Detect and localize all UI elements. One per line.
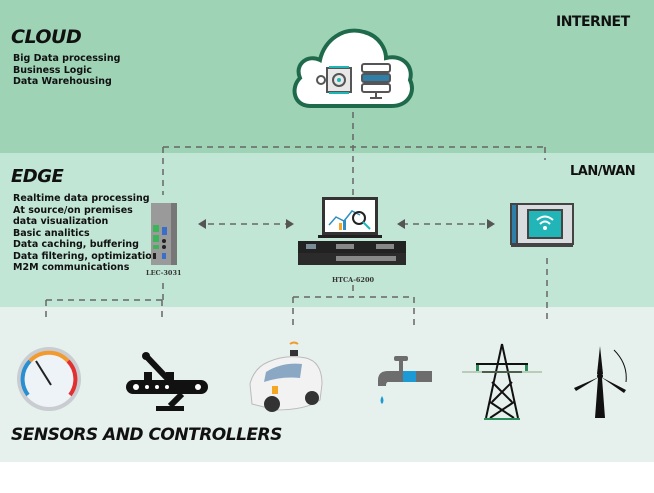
list-item: Basic analitics <box>13 227 90 239</box>
list-item: Big Data processing <box>13 53 121 64</box>
gauge-icon <box>17 347 81 411</box>
autonomous-car-icon <box>249 341 323 412</box>
list-item: Realtime data processing <box>13 193 150 204</box>
list-item: At source/on premises <box>13 204 133 216</box>
robot-arm-conveyor-icon <box>126 352 208 411</box>
list-item: Business Logic <box>13 64 93 76</box>
internet-label: INTERNET <box>556 14 630 30</box>
cloud-feature-list: Big Data processing Business Logic Data … <box>13 53 120 88</box>
lec-3031-label: LEC-3031 <box>146 269 182 277</box>
arrow-left-icon <box>397 219 405 229</box>
list-item: Data filtering, optimization <box>13 250 159 262</box>
cloud-title: CLOUD <box>11 26 82 48</box>
arrow-right-icon <box>286 219 294 229</box>
cloud-icon <box>292 28 414 108</box>
htca-6200-label: HTCA-6200 <box>332 276 374 284</box>
edge-title: EDGE <box>11 166 64 187</box>
processor-gear-icon <box>316 66 352 94</box>
arrow-left-icon <box>198 219 206 229</box>
industrial-pc-icon <box>151 203 177 265</box>
list-item: Data caching, buffering <box>13 239 139 250</box>
list-item: data visualization <box>13 216 109 227</box>
power-pylon-icon <box>462 343 542 420</box>
water-tap-icon <box>378 356 432 404</box>
list-item: M2M communications <box>13 262 130 273</box>
edge-feature-list: Realtime data processing At source/on pr… <box>13 193 159 274</box>
server-database-icon <box>361 63 391 99</box>
lan-wan-label: LAN/WAN <box>570 164 636 179</box>
sensor-zone <box>0 307 654 462</box>
sensors-title: SENSORS AND CONTROLLERS <box>11 425 282 445</box>
wind-turbine-icon <box>574 346 627 418</box>
wifi-gateway-icon <box>510 203 574 247</box>
list-item: Data Warehousing <box>13 76 112 87</box>
rack-server-laptop-icon <box>298 197 406 265</box>
arrow-right-icon <box>487 219 495 229</box>
